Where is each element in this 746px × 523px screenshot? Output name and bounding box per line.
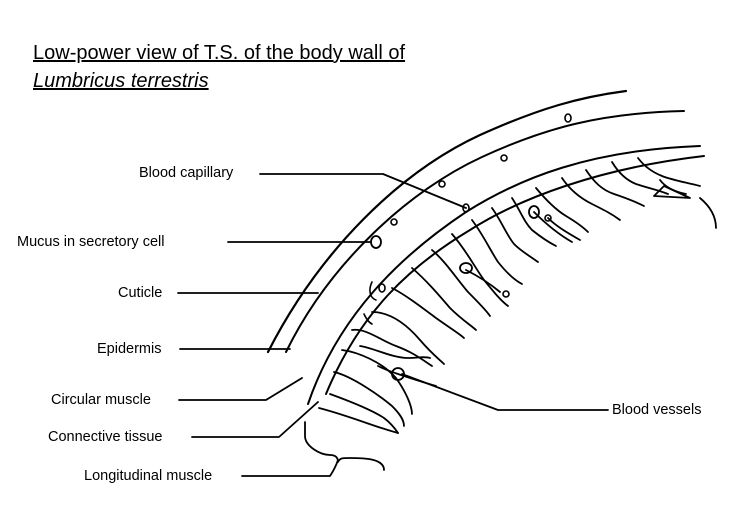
muscle-septum	[371, 311, 445, 365]
epidermis-boundary-line	[307, 145, 701, 405]
species-name: Lumbricus terrestris	[33, 70, 209, 92]
longitudinal-muscle-inner-edge-2	[699, 197, 717, 229]
blood-vessel-sections	[391, 205, 552, 381]
muscle-septum	[341, 349, 413, 415]
muscle-septum	[329, 393, 399, 434]
muscle-septum	[431, 249, 491, 317]
muscle-septum	[637, 157, 701, 187]
circular-muscle-boundary-line	[325, 155, 705, 395]
epidermis-fragment	[363, 313, 373, 325]
leader-circular-muscle	[178, 377, 303, 401]
leader-longitudinal-muscle	[241, 459, 339, 477]
muscle-septum	[351, 328, 433, 367]
label-blood-capillary: Blood capillary	[139, 165, 234, 181]
longitudinal-muscle-blocks	[329, 157, 701, 434]
label-epidermis: Epidermis	[97, 341, 162, 357]
muscle-septum	[511, 197, 557, 247]
epidermis-cell	[390, 218, 398, 226]
cuticle-outer-line	[266, 89, 628, 354]
muscle-septum	[535, 187, 589, 233]
muscle-septum	[411, 267, 477, 331]
muscle-septum	[491, 207, 539, 263]
epidermis-cell	[500, 154, 508, 162]
label-connective-tissue: Connective tissue	[48, 429, 163, 445]
muscle-septum	[585, 169, 645, 207]
muscle-septum	[333, 371, 405, 427]
label-cuticle: Cuticle	[118, 285, 163, 301]
epidermis-cell	[378, 283, 386, 293]
label-circular-muscle: Circular muscle	[51, 392, 151, 408]
leader-blood-vessels	[401, 373, 609, 411]
blood-vessel-section	[528, 205, 540, 219]
muscle-septum	[561, 177, 621, 221]
leader-connective-tissue	[191, 401, 319, 438]
longitudinal-muscle-inner-edge	[318, 407, 399, 434]
blood-vessel-branch	[653, 185, 691, 199]
cuticle-inner-line	[285, 110, 685, 353]
blood-vessel-branches	[359, 179, 691, 387]
epidermis-fragment	[369, 281, 377, 301]
epidermis-cell	[438, 180, 446, 188]
blood-vessel-section	[544, 214, 552, 222]
label-longitudinal-muscle: Longitudinal muscle	[84, 468, 213, 484]
blood-vessel-branch	[533, 211, 573, 243]
leader-blood-capillary	[259, 173, 467, 209]
leader-lines	[177, 173, 609, 477]
label-blood-vessels: Blood vessels	[612, 402, 702, 418]
blood-capillary-dot	[462, 203, 470, 213]
blood-vessel-section	[502, 290, 510, 298]
label-mucus-in-secretory-cell: Mucus in secretory cell	[17, 234, 165, 250]
muscle-septum	[391, 287, 465, 339]
mucus-cell	[370, 235, 382, 249]
blood-vessel-section	[459, 262, 473, 274]
blood-vessel-branch	[359, 345, 431, 359]
blood-vessel-branch	[465, 269, 501, 293]
diagram-title: Low-power view of T.S. of the body wall …	[33, 42, 406, 64]
epidermis-cells	[363, 113, 572, 325]
longitudinal-muscle-bracket	[304, 421, 385, 471]
epidermis-cell	[564, 113, 572, 123]
muscle-septum	[471, 219, 523, 285]
